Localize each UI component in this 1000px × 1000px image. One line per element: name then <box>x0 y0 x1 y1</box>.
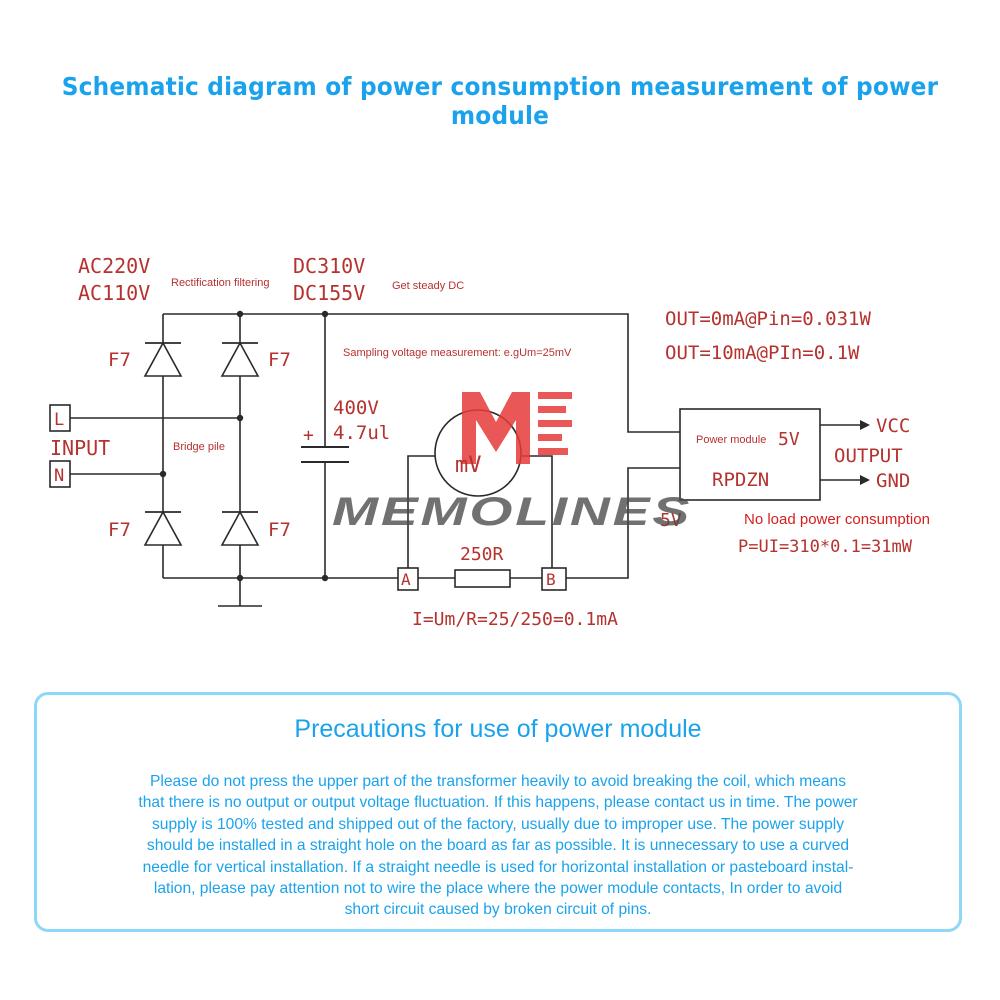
power-formula: P=UI=310*0.1=31mW <box>738 537 913 557</box>
junction-dot <box>321 310 329 318</box>
wire-top-rail <box>163 313 680 433</box>
dc-voltage-1: DC310V <box>293 254 365 278</box>
meter-label: mV <box>455 453 482 478</box>
dc-voltage-2: DC155V <box>293 281 365 305</box>
output-spec-1: OUT=0mA@Pin=0.031W <box>665 308 871 330</box>
module-name: RPDZN <box>712 469 769 491</box>
terminal-b-label: B <box>546 570 556 589</box>
junction-dot <box>236 414 244 422</box>
bridge-label: Bridge pile <box>173 441 225 453</box>
junction-dot <box>236 310 244 318</box>
power-module-box <box>679 408 821 501</box>
module-voltage: 5V <box>778 429 800 450</box>
current-formula: I=Um/R=25/250=0.1mA <box>412 609 618 630</box>
ac-voltage-1: AC220V <box>78 254 150 278</box>
sampling-label: Sampling voltage measurement: e.gUm=25mV <box>343 347 572 359</box>
capacitor-value: 4.7ul <box>333 422 390 444</box>
terminal-l-label: L <box>54 410 64 430</box>
terminal-b-box <box>541 567 567 591</box>
watermark-text: MEMOLINES <box>332 490 692 534</box>
input-label: INPUT <box>50 436 110 460</box>
precautions-line: short circuit caused by broken circuit o… <box>344 901 652 919</box>
terminal-a-box <box>397 567 419 591</box>
diode-label-top-left: F7 <box>108 349 131 371</box>
five-v-label: 5V <box>660 510 682 531</box>
junctions <box>159 310 329 582</box>
steady-dc-label: Get steady DC <box>392 280 464 292</box>
wire-meter-left <box>407 455 435 568</box>
arrow-right-icon <box>860 420 870 430</box>
terminal-n-label: N <box>54 466 64 486</box>
junction-dot <box>159 470 167 478</box>
precautions-line: lation, please pay attention not to wire… <box>153 880 843 898</box>
ac-voltage-2: AC110V <box>78 281 150 305</box>
precautions-body: Please do not press the upper part of th… <box>45 771 951 921</box>
diode-label-top-right: F7 <box>268 349 291 371</box>
precautions-box: Precautions for use of power module Plea… <box>34 692 962 932</box>
memolines-logo-icon <box>462 392 572 464</box>
precautions-title: Precautions for use of power module <box>294 715 702 743</box>
diode-bottom-right <box>220 510 260 546</box>
page-title: Schematic diagram of power consumption m… <box>61 72 939 130</box>
diode-top-left <box>143 341 183 377</box>
capacitor <box>301 446 349 463</box>
rectification-label: Rectification filtering <box>171 277 269 289</box>
wire-meter-right <box>520 455 553 568</box>
terminal-n-box <box>49 460 71 488</box>
diode-label-bottom-left: F7 <box>108 519 131 541</box>
precautions-line: needle for vertical installation. If a s… <box>142 858 854 876</box>
diode-bottom-left <box>143 510 183 546</box>
precautions-line: should be installed in a straight hole o… <box>146 837 850 855</box>
capacitor-voltage: 400V <box>333 397 379 419</box>
arrow-right-icon <box>860 475 870 485</box>
output-label: OUTPUT <box>834 445 903 467</box>
output-arrows <box>820 420 870 485</box>
precautions-line: that there is no output or output voltag… <box>138 794 858 812</box>
diode-label-bottom-right: F7 <box>268 519 291 541</box>
terminal-l-box <box>49 404 71 432</box>
wire-bottom-right <box>566 467 680 579</box>
junction-dot <box>321 574 329 582</box>
vcc-label: VCC <box>876 415 910 437</box>
output-spec-2: OUT=10mA@PIn=0.1W <box>665 342 860 364</box>
precautions-line: supply is 100% tested and shipped out of… <box>151 815 845 833</box>
junction-dot <box>236 574 244 582</box>
module-prefix-label: Power module <box>696 434 766 446</box>
precautions-line: Please do not press the upper part of th… <box>149 773 847 790</box>
no-load-label: No load power consumption <box>744 511 930 528</box>
resistor-label: 250R <box>460 544 504 565</box>
gnd-label: GND <box>876 470 910 492</box>
resistor-250r <box>454 569 511 588</box>
diode-top-right <box>220 341 260 377</box>
terminal-a-label: A <box>401 570 411 589</box>
capacitor-plus: + <box>303 425 314 446</box>
circuit-schematic: AC220V AC110V Rectification filtering DC… <box>49 254 930 630</box>
